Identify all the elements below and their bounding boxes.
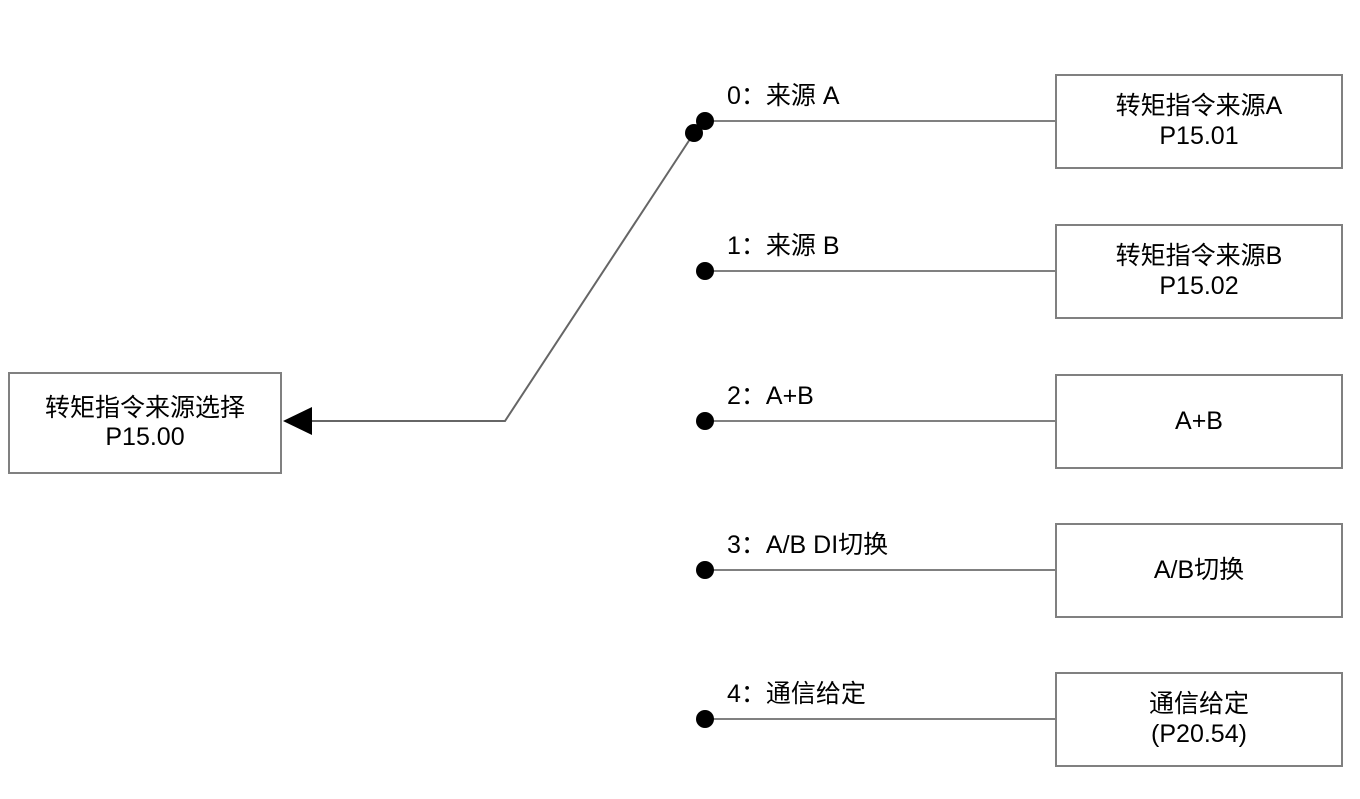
option-label-1: 1：来源 B: [727, 232, 840, 260]
option-box-1[interactable]: 转矩指令来源B P15.02: [1055, 224, 1343, 319]
option-label-2: 2：A+B: [727, 382, 814, 410]
source-selection-title: 转矩指令来源选择: [44, 393, 245, 422]
option-box-0-title: 转矩指令来源A: [1115, 92, 1283, 120]
option-box-3[interactable]: A/B切换: [1055, 523, 1343, 618]
option-label-4: 4：通信给定: [727, 680, 866, 708]
option-dot-1[interactable]: [696, 262, 714, 280]
selector-contact-dot[interactable]: [685, 124, 703, 142]
option-dot-4[interactable]: [696, 710, 714, 728]
option-dot-0[interactable]: [696, 112, 714, 130]
option-box-2[interactable]: A+B: [1055, 374, 1343, 469]
option-dot-2[interactable]: [696, 412, 714, 430]
option-label-3: 3：A/B DI切换: [727, 531, 889, 559]
option-box-4[interactable]: 通信给定 (P20.54): [1055, 672, 1343, 767]
option-box-3-title: A/B切换: [1153, 555, 1245, 584]
source-selection-box[interactable]: 转矩指令来源选择 P15.00: [8, 372, 282, 474]
option-box-4-parameter: (P20.54): [1151, 719, 1247, 748]
option-label-0: 0：来源 A: [727, 82, 840, 110]
option-dot-3[interactable]: [696, 561, 714, 579]
option-box-4-title: 通信给定: [1148, 690, 1249, 718]
option-box-0[interactable]: 转矩指令来源A P15.01: [1055, 74, 1343, 169]
selector-wiper-line: [292, 132, 695, 422]
source-selection-parameter: P15.00: [105, 423, 185, 451]
option-box-0-parameter: P15.01: [1159, 121, 1239, 150]
option-box-1-parameter: P15.02: [1159, 271, 1239, 300]
option-box-1-title: 转矩指令来源B: [1115, 242, 1283, 270]
selector-arrowhead-icon: [283, 407, 312, 435]
option-box-2-title: A+B: [1175, 406, 1223, 435]
